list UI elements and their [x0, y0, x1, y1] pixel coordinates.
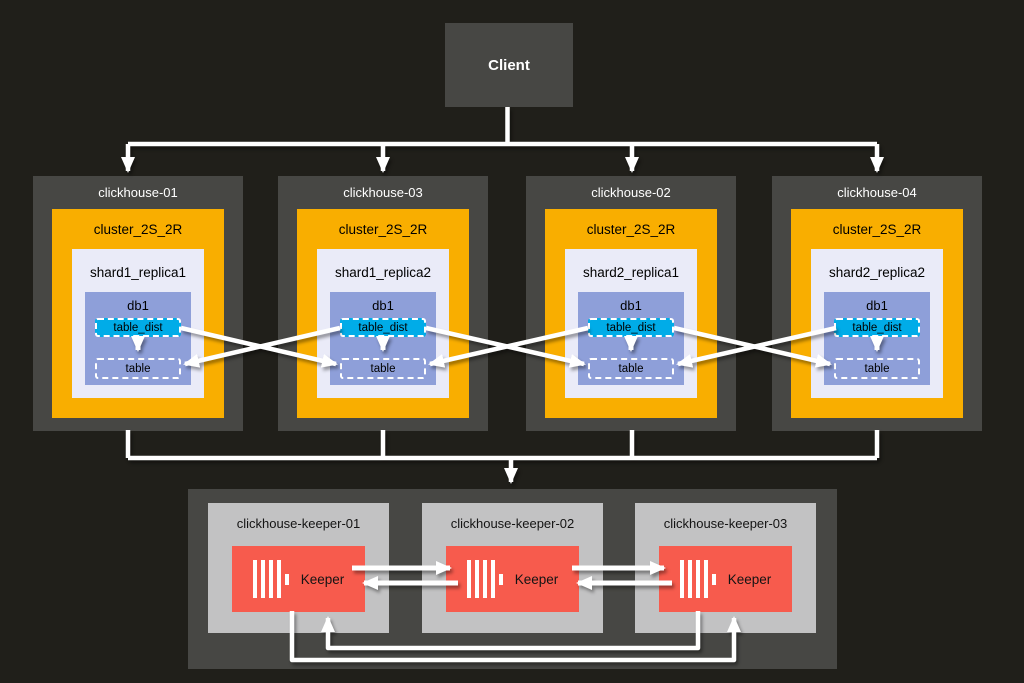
- replica-label: shard2_replica1: [582, 265, 680, 280]
- node-clickhouse-01: clickhouse-01 cluster_2S_2R shard1_repli…: [33, 176, 243, 431]
- keeper-host-label: clickhouse-keeper-01: [236, 516, 361, 531]
- keeper-service-box: Keeper: [232, 546, 365, 612]
- cluster-box: cluster_2S_2R shard1_replica1 db1 table_…: [52, 209, 224, 418]
- keeper-service-box: Keeper: [659, 546, 792, 612]
- clickhouse-logo-icon: [466, 560, 503, 598]
- keeper-node-03: clickhouse-keeper-03 Keeper: [635, 503, 816, 633]
- node-host-label: clickhouse-04: [837, 185, 917, 200]
- clickhouse-logo-icon: [679, 560, 716, 598]
- keeper-service-label: Keeper: [514, 571, 559, 587]
- local-table-box: table: [588, 358, 674, 379]
- database-box: db1 table_dist table: [824, 292, 930, 385]
- keeper-host-label: clickhouse-keeper-03: [663, 516, 788, 531]
- cluster-label: cluster_2S_2R: [586, 222, 676, 237]
- cluster-label: cluster_2S_2R: [338, 222, 428, 237]
- keeper-ensemble-box: clickhouse-keeper-01 Keeper clickhouse-k…: [188, 489, 837, 669]
- cluster-label: cluster_2S_2R: [93, 222, 183, 237]
- replica-box: shard2_replica1 db1 table_dist table: [565, 249, 697, 398]
- cluster-label: cluster_2S_2R: [832, 222, 922, 237]
- keeper-node-01: clickhouse-keeper-01 Keeper: [208, 503, 389, 633]
- cluster-box: cluster_2S_2R shard2_replica1 db1 table_…: [545, 209, 717, 418]
- node-clickhouse-03: clickhouse-03 cluster_2S_2R shard1_repli…: [278, 176, 488, 431]
- replica-label: shard2_replica2: [828, 265, 926, 280]
- distributed-table-box: table_dist: [588, 318, 674, 337]
- database-label: db1: [866, 298, 888, 313]
- node-host-label: clickhouse-01: [98, 185, 178, 200]
- replica-box: shard1_replica2 db1 table_dist table: [317, 249, 449, 398]
- keeper-node-02: clickhouse-keeper-02 Keeper: [422, 503, 603, 633]
- node-clickhouse-02: clickhouse-02 cluster_2S_2R shard2_repli…: [526, 176, 736, 431]
- keeper-service-label: Keeper: [727, 571, 772, 587]
- distributed-table-box: table_dist: [340, 318, 426, 337]
- distributed-table-box: table_dist: [95, 318, 181, 337]
- database-box: db1 table_dist table: [578, 292, 684, 385]
- distributed-table-box: table_dist: [834, 318, 920, 337]
- database-label: db1: [127, 298, 149, 313]
- cluster-box: cluster_2S_2R shard2_replica2 db1 table_…: [791, 209, 963, 418]
- client-label: Client: [488, 56, 530, 74]
- replica-box: shard1_replica1 db1 table_dist table: [72, 249, 204, 398]
- keeper-service-box: Keeper: [446, 546, 579, 612]
- local-table-box: table: [95, 358, 181, 379]
- replica-label: shard1_replica2: [334, 265, 432, 280]
- client-box: Client: [445, 23, 573, 107]
- node-host-label: clickhouse-02: [591, 185, 671, 200]
- cluster-box: cluster_2S_2R shard1_replica2 db1 table_…: [297, 209, 469, 418]
- keeper-host-label: clickhouse-keeper-02: [450, 516, 575, 531]
- local-table-box: table: [340, 358, 426, 379]
- replica-label: shard1_replica1: [89, 265, 187, 280]
- database-label: db1: [372, 298, 394, 313]
- database-label: db1: [620, 298, 642, 313]
- keeper-service-label: Keeper: [300, 571, 345, 587]
- replica-box: shard2_replica2 db1 table_dist table: [811, 249, 943, 398]
- database-box: db1 table_dist table: [330, 292, 436, 385]
- node-host-label: clickhouse-03: [343, 185, 423, 200]
- node-clickhouse-04: clickhouse-04 cluster_2S_2R shard2_repli…: [772, 176, 982, 431]
- clickhouse-logo-icon: [252, 560, 289, 598]
- database-box: db1 table_dist table: [85, 292, 191, 385]
- local-table-box: table: [834, 358, 920, 379]
